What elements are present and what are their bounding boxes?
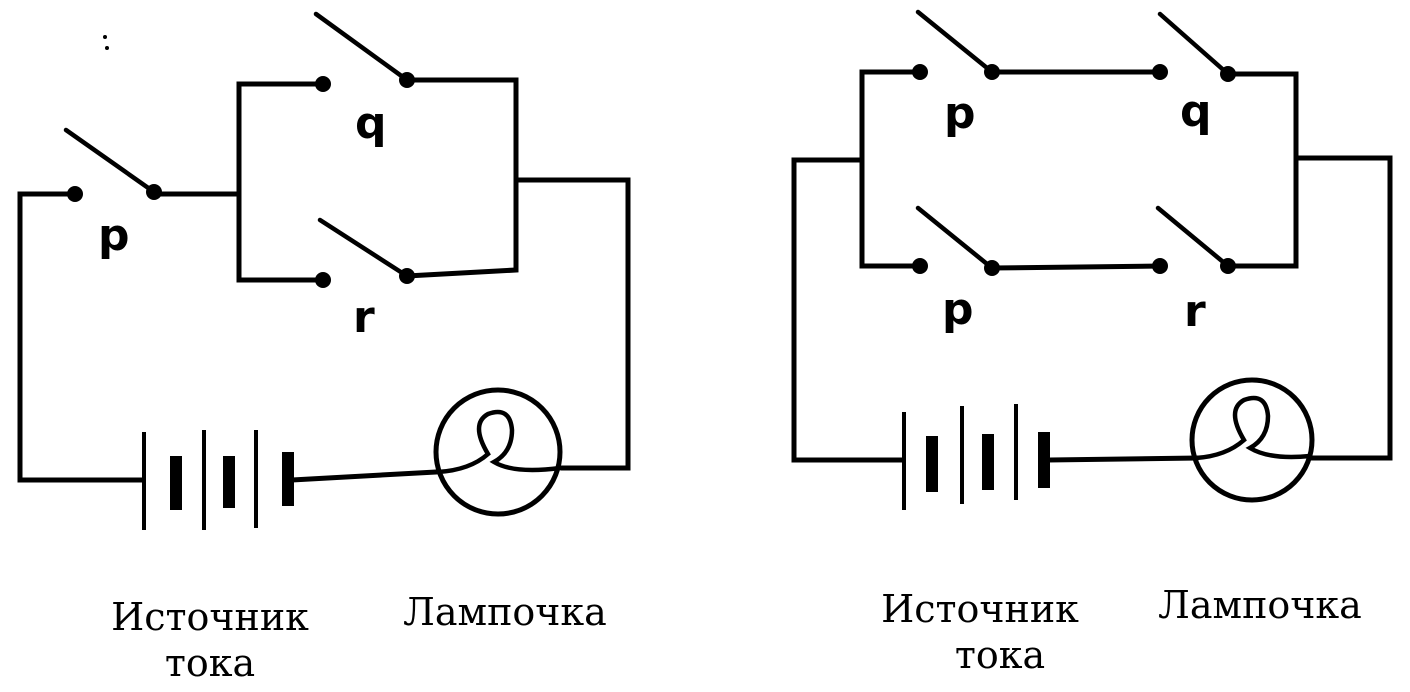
switch-contact: [67, 186, 83, 202]
switch-p-bottom: p: [912, 205, 1000, 335]
switch-lever: [1157, 11, 1231, 77]
lamp-filament: [1193, 395, 1313, 461]
lamp-symbol: [433, 387, 563, 517]
lamp-symbol: [1189, 377, 1315, 503]
switch-lever: [317, 217, 410, 279]
switch-q: q: [313, 11, 415, 149]
switch-contact: [1152, 64, 1168, 80]
switch-contact: [912, 258, 928, 274]
switch-lever: [915, 205, 995, 271]
switch-lever: [915, 9, 995, 75]
switch-lever: [313, 11, 410, 83]
switch-q-top-label: q: [1180, 86, 1212, 137]
lamp-caption: Лампочка: [403, 590, 607, 634]
switch-p: p: [63, 127, 162, 261]
lamp-caption: Лампочка: [1158, 583, 1362, 627]
switch-q-top: q: [1152, 11, 1236, 137]
switch-p-bottom-label: p: [942, 284, 974, 335]
wire: [404, 77, 519, 279]
wire: [236, 81, 326, 283]
switch-p-label: p: [98, 210, 130, 261]
switch-contact: [315, 272, 331, 288]
circuit-right: p q p r: [791, 9, 1393, 677]
switch-contact: [912, 64, 928, 80]
switch-r-bottom: r: [1152, 205, 1236, 337]
switch-lever: [1155, 205, 1231, 269]
wire: [989, 263, 1163, 271]
wire: [1293, 155, 1393, 461]
switch-r: r: [315, 217, 415, 343]
wire: [17, 191, 143, 483]
source-caption-line2: тока: [955, 633, 1045, 677]
wire: [859, 69, 923, 269]
wire: [513, 177, 631, 471]
scan-speck: [105, 46, 109, 50]
switch-contact: [315, 76, 331, 92]
lamp-filament: [435, 409, 563, 475]
switch-q-label: q: [355, 98, 387, 149]
switch-r-bottom-label: r: [1184, 286, 1206, 337]
lamp-bulb: [1189, 377, 1315, 503]
battery-symbol: [142, 430, 294, 530]
wire: [289, 469, 439, 483]
switch-contact: [1152, 258, 1168, 274]
switch-p-top-label: p: [944, 88, 976, 139]
switch-r-label: r: [353, 292, 375, 343]
source-caption: Источник: [881, 587, 1079, 631]
source-caption-line2: тока: [165, 641, 255, 685]
switch-lever: [63, 127, 157, 195]
battery-symbol: [902, 404, 1050, 510]
wire: [791, 157, 905, 463]
circuit-left: p q r Источ: [17, 11, 631, 685]
wire: [1225, 71, 1299, 269]
switch-p-top: p: [912, 9, 1000, 139]
wire: [1047, 455, 1199, 463]
source-caption: Источник: [111, 595, 309, 639]
lamp-bulb: [433, 387, 563, 517]
scan-speck: [103, 35, 107, 39]
